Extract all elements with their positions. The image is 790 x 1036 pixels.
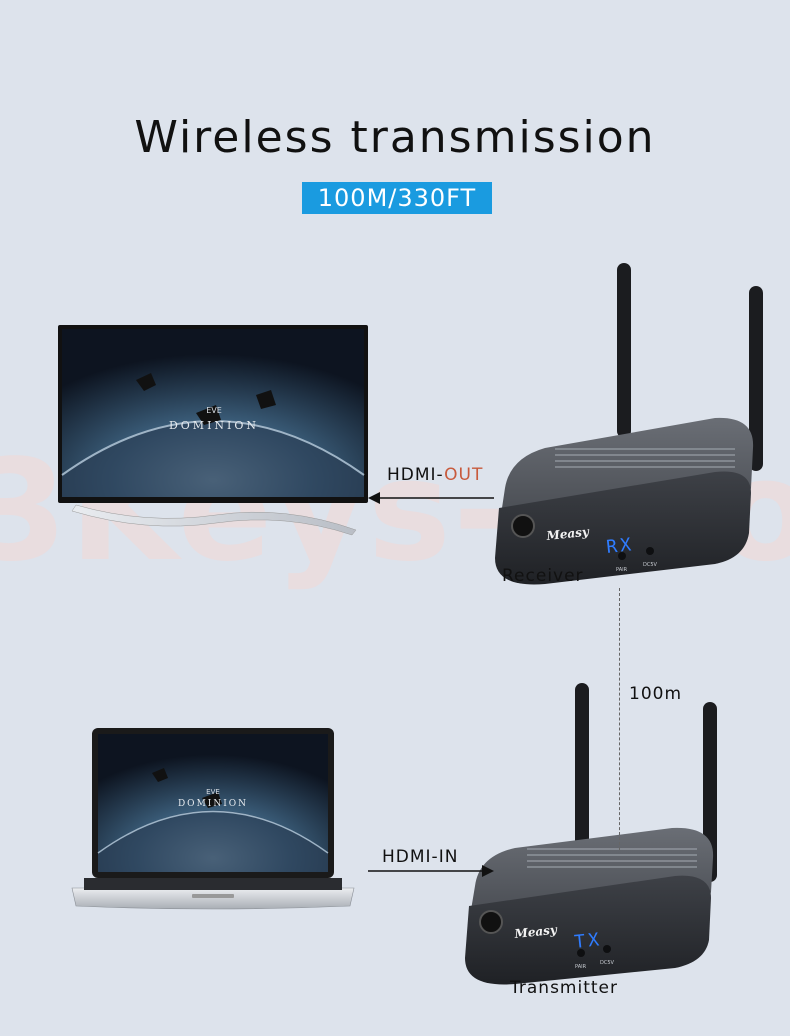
tv-logo-text: DOMINION: [169, 419, 259, 432]
laptop-illustration: EVE DOMINION: [71, 728, 355, 910]
tv-illustration: EVE DOMINION: [58, 325, 368, 536]
range-badge: 100M/330FT: [302, 182, 492, 214]
hdmi-in-arrow: [368, 865, 494, 877]
distance-line: [619, 588, 620, 850]
transmitter-antenna-left: [575, 683, 589, 858]
transmitter-mode-led: TX: [573, 929, 603, 953]
receiver-antenna-left: [617, 263, 631, 438]
hdmi-out-label-suffix: OUT: [444, 465, 484, 485]
receiver-label: Receiver: [502, 566, 584, 586]
hdmi-out-label-prefix: HDMI-: [387, 465, 445, 485]
tv-logo-small: EVE: [206, 406, 222, 415]
laptop-logo-small: EVE: [206, 788, 220, 796]
receiver-antenna-right: [749, 286, 763, 471]
hdmi-out-label: HDMI-OUT: [387, 465, 483, 485]
transmitter-port-pair: PAIR: [575, 964, 587, 970]
page-title: Wireless transmission: [134, 112, 656, 163]
transmitter-power-knob: [479, 910, 503, 934]
laptop-logo-text: DOMINION: [178, 799, 248, 809]
receiver-power-knob: [511, 514, 535, 538]
transmitter-brand: Measy: [513, 923, 559, 942]
distance-label: 100m: [629, 684, 683, 704]
receiver-port-pair: PAIR: [616, 567, 628, 573]
receiver-port-power: DC5V: [643, 562, 658, 568]
transmitter-illustration: Measy TX PAIR DC5V: [465, 683, 717, 985]
hdmi-out-arrow: [368, 492, 494, 504]
receiver-illustration: Measy RX PAIR DC5V: [495, 263, 763, 585]
receiver-mode-led: RX: [605, 534, 635, 558]
transmitter-label: Transmitter: [510, 978, 618, 998]
receiver-brand: Measy: [545, 525, 591, 544]
transmitter-port-power: DC5V: [600, 960, 615, 966]
hdmi-in-label: HDMI-IN: [382, 847, 459, 867]
